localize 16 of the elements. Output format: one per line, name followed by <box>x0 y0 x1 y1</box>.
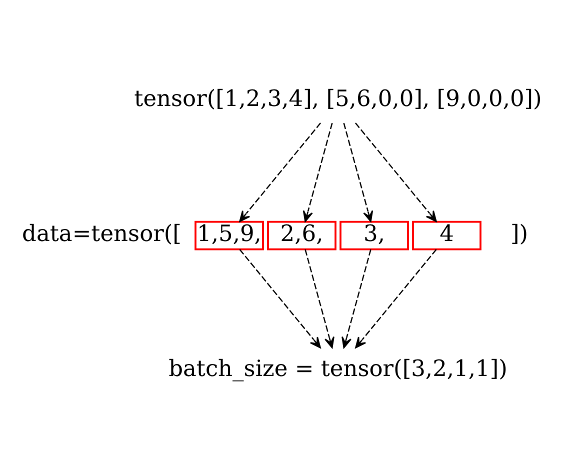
arrow <box>304 248 334 348</box>
arrow <box>355 248 437 348</box>
label: ]) <box>510 220 528 246</box>
node-box: 4 <box>412 220 482 250</box>
arrow <box>342 248 372 348</box>
arrow <box>355 122 437 222</box>
arrow <box>239 122 321 222</box>
label: data=tensor([ <box>22 220 182 246</box>
node-box: 3, <box>340 220 409 250</box>
arrow <box>343 122 374 222</box>
node-text: tensor([1,2,3,4], [5,6,0,0], [9,0,0,0]) <box>134 86 542 112</box>
arrow <box>302 122 333 222</box>
node-text: batch_size = tensor([3,2,1,1]) <box>168 356 508 382</box>
arrow <box>239 248 321 348</box>
node-box: 2,6, <box>267 220 336 250</box>
node-box: 1,5,9, <box>194 220 264 250</box>
